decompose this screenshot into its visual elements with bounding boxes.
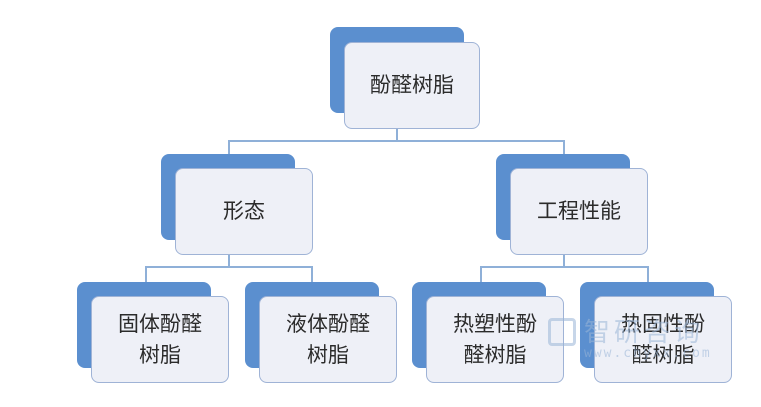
connector-root-down xyxy=(396,127,398,141)
connector-to-liquid xyxy=(311,266,313,294)
connector-to-solid xyxy=(145,266,147,294)
connector-to-form xyxy=(228,140,230,167)
node-liquid-card: 液体酚醛树脂 xyxy=(259,296,397,383)
node-thermoset-card: 热固性酚醛树脂 xyxy=(594,296,732,383)
node-solid-label: 固体酚醛树脂 xyxy=(118,312,202,367)
connector-form-down xyxy=(228,253,230,267)
connector-level1-horizontal xyxy=(228,140,564,142)
node-performance: 工程性能 xyxy=(496,154,648,255)
node-performance-label: 工程性能 xyxy=(537,199,621,224)
node-solid: 固体酚醛树脂 xyxy=(77,282,229,383)
node-solid-card: 固体酚醛树脂 xyxy=(91,296,229,383)
node-liquid-label: 液体酚醛树脂 xyxy=(286,312,370,367)
connector-to-thermoplastic xyxy=(480,266,482,294)
node-thermoset: 热固性酚醛树脂 xyxy=(580,282,732,383)
node-root: 酚醛树脂 xyxy=(330,27,480,129)
connector-performance-down xyxy=(563,253,565,267)
node-thermoset-label: 热固性酚醛树脂 xyxy=(621,312,705,367)
node-root-card: 酚醛树脂 xyxy=(344,42,480,129)
node-performance-card: 工程性能 xyxy=(510,168,648,255)
connector-to-performance xyxy=(563,140,565,167)
node-thermoplastic-card: 热塑性酚醛树脂 xyxy=(426,296,564,383)
node-root-label: 酚醛树脂 xyxy=(370,73,454,98)
node-form-card: 形态 xyxy=(175,168,313,255)
node-form-label: 形态 xyxy=(223,199,265,224)
connector-level2-left-horizontal xyxy=(145,266,312,268)
connector-level2-right-horizontal xyxy=(480,266,648,268)
node-thermoplastic-label: 热塑性酚醛树脂 xyxy=(453,312,537,367)
node-liquid: 液体酚醛树脂 xyxy=(245,282,397,383)
node-thermoplastic: 热塑性酚醛树脂 xyxy=(412,282,564,383)
node-form: 形态 xyxy=(161,154,313,255)
connector-to-thermoset xyxy=(647,266,649,294)
